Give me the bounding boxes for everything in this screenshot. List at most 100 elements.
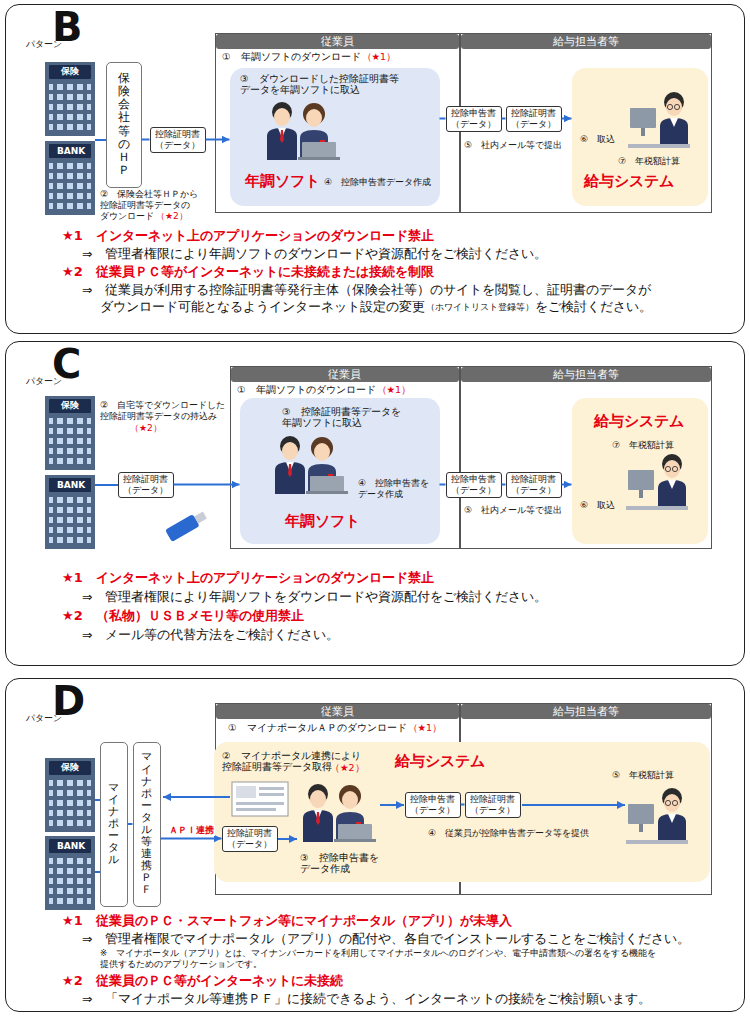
- remedy-note: ⇒ 管理者権限により年調ソフトをダウンロードや資源配付をご検討ください。: [82, 589, 547, 604]
- flow-arrow: [161, 838, 222, 840]
- portal-box: 保険会社等のＨＰ: [106, 62, 142, 188]
- step-label: ④ 控除申告書を データ作成: [358, 478, 438, 500]
- remedy-note: ⇒ 「マイナポータル等連携ＰＦ」に接続できるよう、インターネットの接続をご検討願…: [82, 991, 651, 1006]
- node-text: 給与担当者等: [461, 704, 711, 719]
- node-text: 給与システム: [584, 172, 674, 190]
- note-aside: （ホワイトリスト登録等）: [426, 302, 534, 312]
- remedy-note: ⇒ メール等の代替方法をご検討ください。: [82, 627, 339, 642]
- node-text: 控除申告書 （データ）: [449, 474, 499, 495]
- flow-line: [95, 139, 106, 141]
- node-text: マイナポータル等連携ＰＦ: [141, 751, 152, 896]
- data-card: 控除証明書 （データ）: [150, 127, 206, 153]
- warning-note: ★1 従業員のＰＣ・スマートフォン等にマイナポータル（アプリ）が未導入: [62, 913, 512, 929]
- warning-note: ★2 従業員ＰＣ等がインターネットに未接続または接続を制限: [62, 264, 434, 280]
- sign-text: 保険: [61, 400, 79, 411]
- warning-note: ★2 （私物）ＵＳＢメモリ等の使用禁止: [62, 608, 304, 624]
- node-text: 控除証明書 （データ）: [121, 474, 171, 495]
- step-label: ② 保険会社等ＨＰから 控除証明書等データの ダウンロード: [100, 189, 212, 221]
- data-card: 控除申告書 （データ）: [405, 792, 461, 818]
- system-area: 給与システム: [572, 398, 708, 544]
- data-card: 控除証明書 （データ）: [506, 472, 562, 498]
- flow-arrow: [461, 804, 465, 806]
- employee-figure: [275, 436, 348, 494]
- flow-arrow: [440, 118, 446, 120]
- data-card: 控除証明書 （データ）: [222, 826, 278, 852]
- node-text: D: [52, 681, 85, 721]
- node-text: 控除申告書 （データ）: [449, 108, 499, 129]
- software-area: 年調ソフト: [230, 68, 440, 206]
- employee-figure: [267, 102, 340, 160]
- pattern-panel: 保険会社等のＨＰ 年調ソフト 従業員給与システム 給与担当者等控除証明書 （データ） 控…: [5, 4, 745, 334]
- payroll-clerk-figure: [628, 92, 690, 148]
- node-text: 給与担当者等: [461, 34, 711, 49]
- system-area: 控除証明書 （データ）控除申告書 （データ）控除証明書 （データ）給与システム: [214, 742, 710, 882]
- note-marker: （★2）: [330, 762, 365, 773]
- bank-building: [45, 475, 95, 549]
- step-label: ④ 控除申告書データ作成: [324, 177, 431, 188]
- remedy-note: ⇒ 管理者権限でマイナポータル（アプリ）の配付や、各自でインストールすることをご…: [82, 931, 690, 946]
- employee-figure: [303, 784, 376, 842]
- flow-line: [95, 484, 118, 486]
- note-marker: （★1）: [408, 722, 443, 733]
- flow-arrow: [502, 118, 506, 120]
- sign-text: BANK: [57, 480, 85, 491]
- data-card: 控除申告書 （データ）: [446, 106, 502, 132]
- flow-arrow: [128, 823, 133, 825]
- node-text: C: [52, 344, 81, 384]
- node-text: マイナポータル: [108, 782, 119, 867]
- step-label: ② マイナポータル連携により 控除証明書等データ取得: [222, 750, 367, 773]
- footnote: ※ マイナポータル（アプリ）とは、マイナンバーカードを利用してマイナポータルへの…: [100, 948, 680, 969]
- node-text: 従業員: [231, 367, 459, 382]
- warning-note: ★1 インターネット上のアプリケーションのダウンロード禁止: [62, 228, 434, 244]
- software-area: 年調ソフト: [240, 398, 440, 544]
- data-card: 控除証明書 （データ）: [506, 106, 562, 132]
- node-text: 年調ソフト: [285, 512, 360, 530]
- note-marker: （★2）: [130, 423, 162, 434]
- note-marker: （★2）: [156, 211, 188, 222]
- flow-line: [95, 871, 100, 873]
- step-label: ⑥ 取込: [580, 500, 615, 511]
- note-marker: （★1）: [362, 51, 397, 62]
- system-area: 給与システム: [572, 68, 708, 206]
- node-text: 従業員: [216, 34, 459, 49]
- node-text: 年調ソフト: [245, 172, 320, 190]
- step-label: ③ ダウンロードした控除証明書等 データを年調ソフトに取込: [240, 73, 415, 96]
- step-label: ① 年調ソフトのダウンロード: [237, 384, 376, 395]
- portal-box: マイナポータル等連携ＰＦ: [133, 742, 161, 907]
- node-text: 保険会社等のＨＰ: [118, 72, 130, 178]
- flow-arrow: [562, 484, 572, 486]
- sign-text: BANK: [57, 146, 85, 157]
- node-text: 従業員: [216, 704, 459, 719]
- remedy-note: ⇒ 従業員が利用する控除証明書等発行主体（保険会社等）のサイトを閲覧し、証明書の…: [82, 282, 651, 297]
- step-label: ⑤ 年税額計算: [612, 770, 674, 781]
- node-text: 控除証明書 （データ）: [468, 794, 518, 815]
- flow-arrow: [562, 118, 572, 120]
- step-label: ⑦ 年税額計算: [618, 156, 680, 167]
- insurance-building: [45, 396, 95, 470]
- pattern-panel: マイナポータル マイナポータル等連携ＰＦ 従業員給与担当者等控除証明書 （データ） 控…: [5, 678, 745, 1012]
- flow-arrow-art: [278, 838, 297, 840]
- flow-arrow: [174, 484, 240, 486]
- flow-arrow: [142, 139, 150, 141]
- sign-text: 保険: [61, 66, 79, 77]
- pattern-panel: 年調ソフト従業員給与システム給与担当者等控除証明書 （データ）控除申告書 （デー…: [5, 341, 745, 666]
- step-label: ③ 控除申告書を データ作成: [300, 852, 385, 875]
- role-region: 年調ソフト 従業員: [230, 366, 460, 549]
- note-marker: （★1）: [377, 384, 412, 395]
- flow-arrow-art: [163, 796, 230, 798]
- sign-text: 保険: [61, 762, 79, 773]
- step-label: ④ 従業員が控除申告書データ等を提供: [428, 828, 589, 839]
- node-text: 控除証明書 （データ）: [509, 108, 559, 129]
- warning-note: ★2 従業員のＰＣ等がインターネットに未接続: [62, 973, 343, 989]
- insurance-building: [45, 758, 95, 832]
- warning-note: ★1 インターネット上のアプリケーションのダウンロード禁止: [62, 570, 434, 586]
- flow-arrow: [206, 139, 230, 141]
- flow-line: [95, 799, 100, 801]
- sign-text: BANK: [57, 841, 85, 852]
- remedy-note: をご検討ください。: [535, 299, 652, 314]
- node-text: B: [52, 7, 83, 47]
- remedy-note: ⇒ 管理者権限により年調ソフトのダウンロードや資源配付をご検討ください。: [82, 246, 547, 261]
- edge-label: ＡＰＩ連携: [168, 825, 215, 836]
- node-text: 控除証明書 （データ）: [509, 474, 559, 495]
